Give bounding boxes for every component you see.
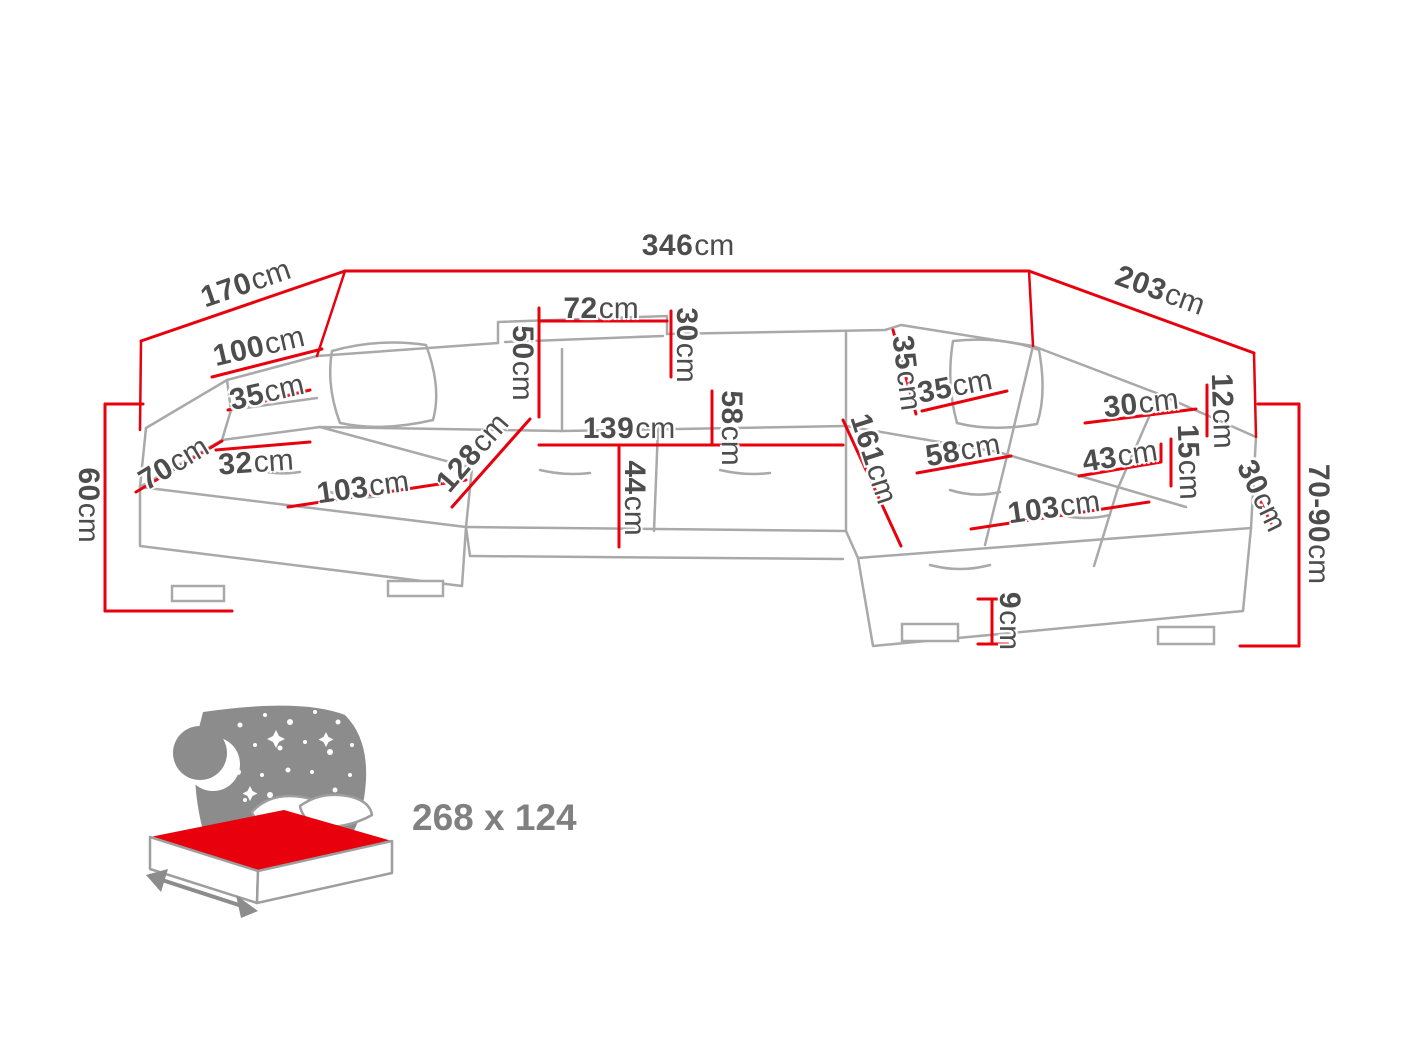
dim-backrest-height: 50cm (505, 325, 539, 400)
dim-unit: cm (715, 425, 748, 466)
dim-left-side-height: 60cm (71, 467, 105, 542)
dim-value: 35 (885, 333, 923, 372)
dim-value: 58 (715, 390, 748, 425)
dim-value: 346 (641, 229, 694, 262)
fold-out-arrow-icon (146, 869, 258, 918)
moon-cut (173, 726, 227, 780)
dim-leg-height: 9cm (992, 592, 1026, 650)
dim-center-seat-depth: 58cm (714, 390, 748, 465)
dim-value: 139 (582, 412, 635, 445)
dim-unit: cm (1115, 434, 1160, 474)
dim-unit: cm (949, 363, 996, 404)
dim-total-back-width: 346cm (642, 229, 735, 263)
dim-right-backrest-gap: 15cm (1170, 424, 1207, 501)
dim-unit: cm (598, 292, 639, 325)
dimension-lines (103, 269, 1301, 648)
dim-unit: cm (635, 412, 676, 445)
dim-unit: cm (1302, 544, 1335, 585)
stars-icon (235, 710, 354, 827)
dim-value: 30 (670, 307, 703, 342)
dim-right-headrest-thickness: 12cm (1204, 373, 1241, 450)
dim-value: 103 (1005, 490, 1062, 531)
dim-left-backrest-depth: 32cm (217, 443, 295, 482)
dim-value: 43 (1080, 440, 1120, 479)
dim-headrest-height: 30cm (669, 307, 703, 382)
dim-unit: cm (618, 495, 651, 536)
dim-unit: cm (1057, 484, 1103, 523)
sleeping-function-icon (146, 705, 394, 918)
dim-center-seat-width: 139cm (583, 412, 676, 446)
dim-value: 32 (217, 446, 254, 482)
dim-value: 15 (1170, 423, 1205, 460)
dim-unit: cm (72, 502, 105, 543)
sofa-legs (170, 579, 1216, 646)
dim-headrest-width: 72cm (563, 292, 638, 326)
dim-unit: cm (957, 427, 1003, 468)
sleeping-area-size-label: 268 x 124 (412, 797, 577, 839)
dim-value: 60 (72, 467, 105, 502)
dim-value: 58 (922, 434, 963, 474)
dim-unit: cm (1171, 459, 1207, 501)
dim-unit: cm (1205, 408, 1241, 450)
dim-value: 35 (914, 370, 955, 410)
dim-unit: cm (1136, 382, 1181, 421)
dim-value: 72 (563, 292, 598, 325)
dim-value: 50 (506, 325, 539, 360)
dim-unit: cm (670, 342, 703, 383)
dim-overall-height-range: 70-90cm (1301, 464, 1335, 584)
dim-seat-height: 44cm (617, 460, 651, 535)
dim-value: 30 (1101, 387, 1140, 425)
sleeping-area-size-value: 268 x 124 (412, 797, 577, 838)
dim-unit: cm (506, 360, 539, 401)
dim-value: 9 (993, 591, 1026, 610)
dim-value: 70-90 (1302, 463, 1335, 544)
dim-value: 12 (1204, 372, 1239, 409)
dim-unit: cm (694, 229, 735, 262)
dim-value: 44 (618, 460, 651, 495)
dim-unit: cm (993, 610, 1026, 651)
dim-unit: cm (252, 443, 295, 480)
dim-value: 103 (314, 470, 371, 511)
dim-unit: cm (366, 464, 412, 503)
sofa-line-art (138, 314, 1258, 648)
mattress-sides (148, 835, 394, 905)
